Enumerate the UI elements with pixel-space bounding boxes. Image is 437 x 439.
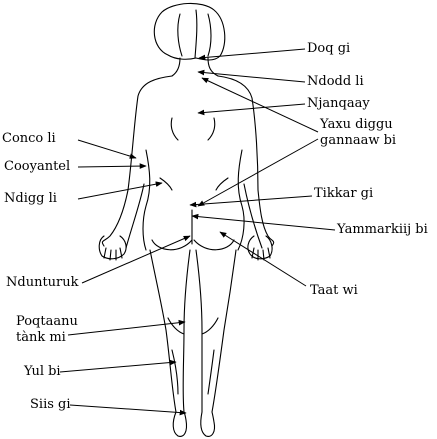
label-conco-li: Conco li [2, 131, 56, 146]
arrow-taat-wi [219, 231, 307, 287]
right-foot [200, 411, 216, 437]
knee-right [201, 317, 219, 335]
label-taat-wi: Taat wi [310, 283, 358, 298]
calf-left [171, 349, 179, 395]
calf-right [207, 349, 215, 395]
label-poqtaanu-line2: tànk mi [16, 330, 66, 345]
leg-outer-right [211, 249, 237, 413]
arrow-tikkar-gi [189, 195, 313, 208]
arrow-yaxu-diggu-upper [201, 77, 319, 133]
label-yammarkiij-bi: Yammarkiij bi [337, 222, 428, 237]
label-cooyantel: Cooyantel [4, 159, 71, 174]
left-hand [98, 235, 127, 260]
torso-left [142, 149, 151, 251]
right-hand-fingers [251, 247, 271, 261]
arrow-yaxu-diggu-lower [197, 138, 319, 207]
label-siis-gi: Siis gi [30, 397, 71, 412]
shoulder-blade-left [170, 117, 179, 141]
body-outline-right [217, 75, 275, 247]
label-yaxu-diggu-line2: gannaaw bi [320, 133, 397, 148]
arrow-ndunturuk [81, 235, 191, 284]
body-outline-left [101, 75, 173, 247]
buttocks-left [151, 239, 193, 251]
arrow-njanqaay [197, 103, 306, 116]
arm-inner-left [125, 183, 145, 249]
arrow-ndodd-li [197, 69, 306, 83]
hair-strand [194, 9, 198, 59]
arm-inner-right [243, 183, 263, 249]
back-muscle-left [159, 177, 173, 191]
buttocks-right [193, 239, 235, 251]
arrow-cooyantel [77, 163, 147, 169]
hair-outline [153, 2, 226, 61]
right-hand [247, 235, 273, 260]
left-hand-fingers [103, 247, 123, 261]
leg-outer-left [149, 249, 177, 413]
neck-line-left [171, 57, 181, 77]
knee-left [167, 317, 185, 335]
arrow-siis-gi [69, 404, 187, 416]
label-ndodd-li: Ndodd li [307, 74, 364, 89]
arrow-yul-bi [59, 359, 177, 373]
left-foot [172, 411, 188, 437]
arrow-conco-li [77, 139, 137, 159]
label-tikkar-gi: Tikkar gi [314, 186, 374, 201]
label-ndunturuk: Ndunturuk [6, 275, 79, 290]
label-njanqaay: Njanqaay [307, 96, 370, 111]
back-muscle-right [215, 177, 229, 191]
neck-line-right [207, 57, 219, 77]
arrow-poqtaanu [67, 319, 186, 336]
label-ndigg-li: Ndigg li [4, 191, 57, 206]
leg-inner-right [195, 249, 203, 413]
leg-inner-left [182, 249, 191, 413]
torso-right [237, 149, 245, 251]
label-yaxu-diggu-line1: Yaxu diggu [320, 117, 393, 132]
label-poqtaanu-line1: Poqtaanu [16, 314, 78, 329]
hair-strand [207, 13, 212, 57]
hair-strand [177, 13, 183, 57]
label-yul-bi: Yul bi [24, 364, 61, 379]
shoulder-blade-right [207, 117, 216, 141]
arrow-ndigg-li [77, 181, 163, 200]
arrow-doq-gi [198, 48, 306, 61]
label-doq-gi: Doq gi [307, 41, 351, 56]
arrow-yammarkiij-bi [191, 213, 336, 231]
